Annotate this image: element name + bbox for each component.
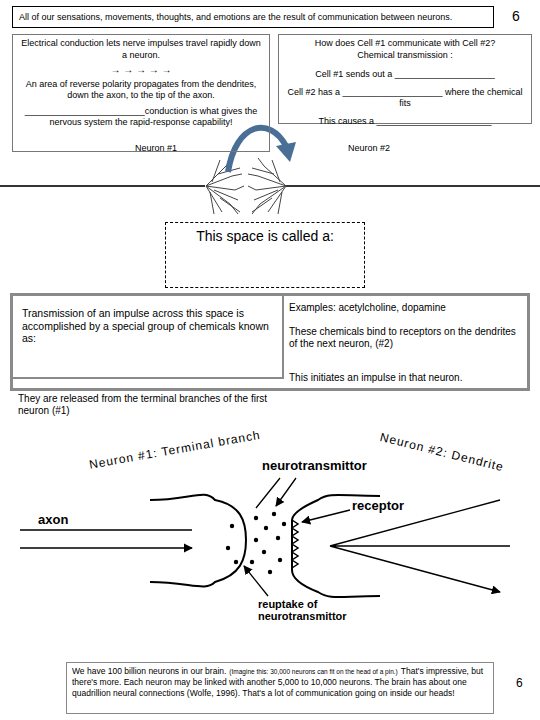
leader-arrow [302, 510, 350, 522]
question-box: How does Cell #1 communicate with Cell #… [278, 34, 532, 124]
leader-arrow [256, 478, 296, 508]
gray-section-box: Examples: acetylcholine, dopamineThese c… [10, 293, 530, 391]
info-text: → → → → → [18, 64, 264, 76]
fact-box: We have 100 billion neurons in our brain… [66, 662, 494, 714]
section-text: Examples: acetylcholine, dopamine [289, 302, 525, 314]
dot [250, 560, 254, 564]
neurotransmitter-label: neurotransmittor [262, 458, 367, 473]
dot [254, 538, 258, 542]
transfer-arrow [228, 128, 286, 172]
dot [282, 522, 286, 526]
note-text: They are released from the terminal bran… [18, 393, 268, 417]
dot [254, 516, 258, 520]
dot [262, 550, 266, 554]
prompt-text: This space is called a: [166, 228, 364, 244]
neuron-dendrite-tuft [248, 158, 286, 214]
fact-text: (Imagine this: 30,000 neurons can fit on… [229, 668, 397, 675]
neuron-label: Neuron #2 [348, 143, 390, 153]
dot [276, 536, 280, 540]
receptor-label: receptor [352, 498, 404, 513]
transmission-box: Transmission of an impulse across this s… [10, 293, 284, 379]
dot [268, 570, 272, 574]
page-number: 6 [512, 8, 520, 24]
dot [230, 524, 234, 528]
leader-arrow [244, 566, 268, 596]
neurotransmitter-dots [226, 512, 286, 574]
dot [272, 512, 276, 516]
figure-label: Neuron #2: Dendrite [379, 430, 506, 474]
axon-arrow [20, 530, 192, 548]
question-text: Cell #1 sends out a ____________________ [284, 69, 526, 81]
info-text: Electrical conduction lets nerve impulse… [18, 38, 264, 61]
reuptake-label: reuptake of neurotransmittor [258, 598, 358, 622]
impulse-arrow [330, 500, 510, 592]
receptor-zigzag [292, 520, 298, 568]
neuron-terminal-tuft [206, 158, 244, 214]
section-text: These chemicals bind to receptors on the… [289, 326, 525, 350]
dashed-answer-box: This space is called a: [165, 222, 365, 288]
axon-line [286, 185, 540, 187]
dot [278, 558, 282, 562]
axon-line [0, 185, 205, 187]
dot [226, 546, 230, 550]
page-number: 6 [516, 676, 523, 690]
question-text: How does Cell #1 communicate with Cell #… [284, 38, 526, 50]
dot [264, 526, 268, 530]
info-text: An area of reverse polarity propagates f… [18, 79, 264, 102]
question-text: Chemical transmission : [284, 50, 526, 62]
transmission-text: Transmission of an impulse across this s… [22, 307, 272, 345]
fact-text: We have 100 billion neurons in our brain… [72, 666, 226, 676]
banner-box: All of our sensations, movements, though… [12, 6, 494, 28]
terminal-bulb [150, 495, 246, 587]
question-text: This causes a _______________________ [284, 116, 526, 128]
question-text: Cell #2 has a ____________________ where… [284, 87, 526, 110]
info-box: Electrical conduction lets nerve impulse… [12, 34, 270, 152]
dot [234, 560, 238, 564]
figure-label: Neuron #1: Terminal branch [88, 428, 262, 472]
neuron-label: Neuron #1 [135, 143, 177, 153]
transfer-arrowhead [276, 142, 296, 162]
banner-text: All of our sensations, movements, though… [19, 11, 487, 23]
section-text: This initiates an impulse in that neuron… [289, 372, 525, 384]
axon-label: axon [38, 512, 68, 527]
info-text: ________________________conduction is wh… [18, 106, 264, 129]
